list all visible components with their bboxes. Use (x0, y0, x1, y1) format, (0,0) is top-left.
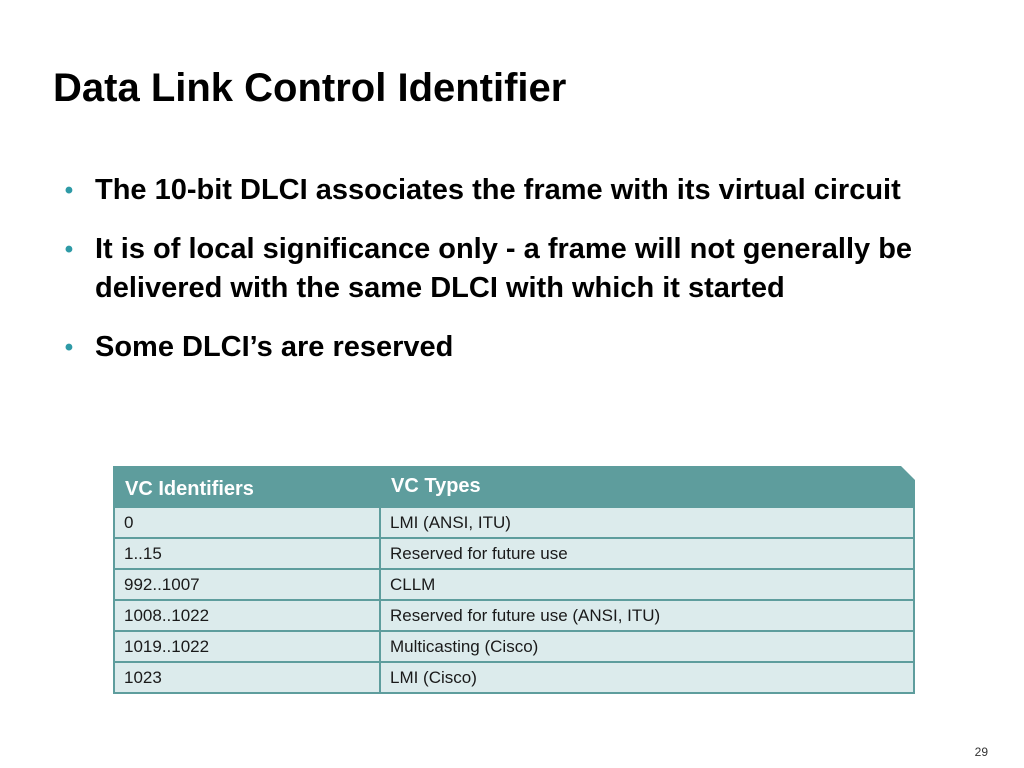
vc-type-cell: LMI (Cisco) (381, 663, 913, 692)
bullet-text: It is of local significance only - a fra… (95, 233, 913, 304)
vc-identifier-cell: 1008..1022 (115, 601, 379, 630)
vc-type-cell: CLLM (381, 570, 913, 599)
bullet-text: The 10-bit DLCI associates the frame wit… (95, 174, 901, 206)
vc-table: VC Identifiers VC Types 0 LMI (ANSI, ITU… (113, 466, 915, 694)
bullet-item: • Some DLCI’s are reserved (62, 328, 972, 367)
table-row: 1008..1022 Reserved for future use (ANSI… (115, 601, 913, 630)
vc-identifier-cell: 1..15 (115, 539, 379, 568)
bullet-item: • It is of local significance only - a f… (62, 230, 972, 308)
vc-type-cell: Multicasting (Cisco) (381, 632, 913, 661)
vc-type-cell: Reserved for future use (381, 539, 913, 568)
bullet-item: • The 10-bit DLCI associates the frame w… (62, 171, 972, 210)
table-row: 1023 LMI (Cisco) (115, 663, 913, 692)
vc-type-cell: LMI (ANSI, ITU) (381, 508, 913, 537)
table-row: 0 LMI (ANSI, ITU) (115, 508, 913, 537)
bullet-list: • The 10-bit DLCI associates the frame w… (62, 171, 972, 387)
column-header-vc-identifiers: VC Identifiers (125, 478, 254, 500)
bullet-dot-icon: • (64, 334, 74, 361)
vc-type-cell: Reserved for future use (ANSI, ITU) (381, 601, 913, 630)
table-row: 1..15 Reserved for future use (115, 539, 913, 568)
table-header: VC Identifiers VC Types (115, 466, 915, 506)
vc-identifier-cell: 1019..1022 (115, 632, 379, 661)
vc-identifier-cell: 0 (115, 508, 379, 537)
column-header-vc-types: VC Types (391, 475, 481, 497)
vc-identifier-cell: 992..1007 (115, 570, 379, 599)
bullet-dot-icon: • (64, 236, 74, 263)
table-row: 1019..1022 Multicasting (Cisco) (115, 632, 913, 661)
slide-title: Data Link Control Identifier (53, 66, 567, 110)
table-row: 992..1007 CLLM (115, 570, 913, 599)
vc-identifier-cell: 1023 (115, 663, 379, 692)
slide-number: 29 (974, 745, 988, 759)
bullet-dot-icon: • (64, 177, 74, 204)
bullet-text: Some DLCI’s are reserved (95, 331, 454, 363)
